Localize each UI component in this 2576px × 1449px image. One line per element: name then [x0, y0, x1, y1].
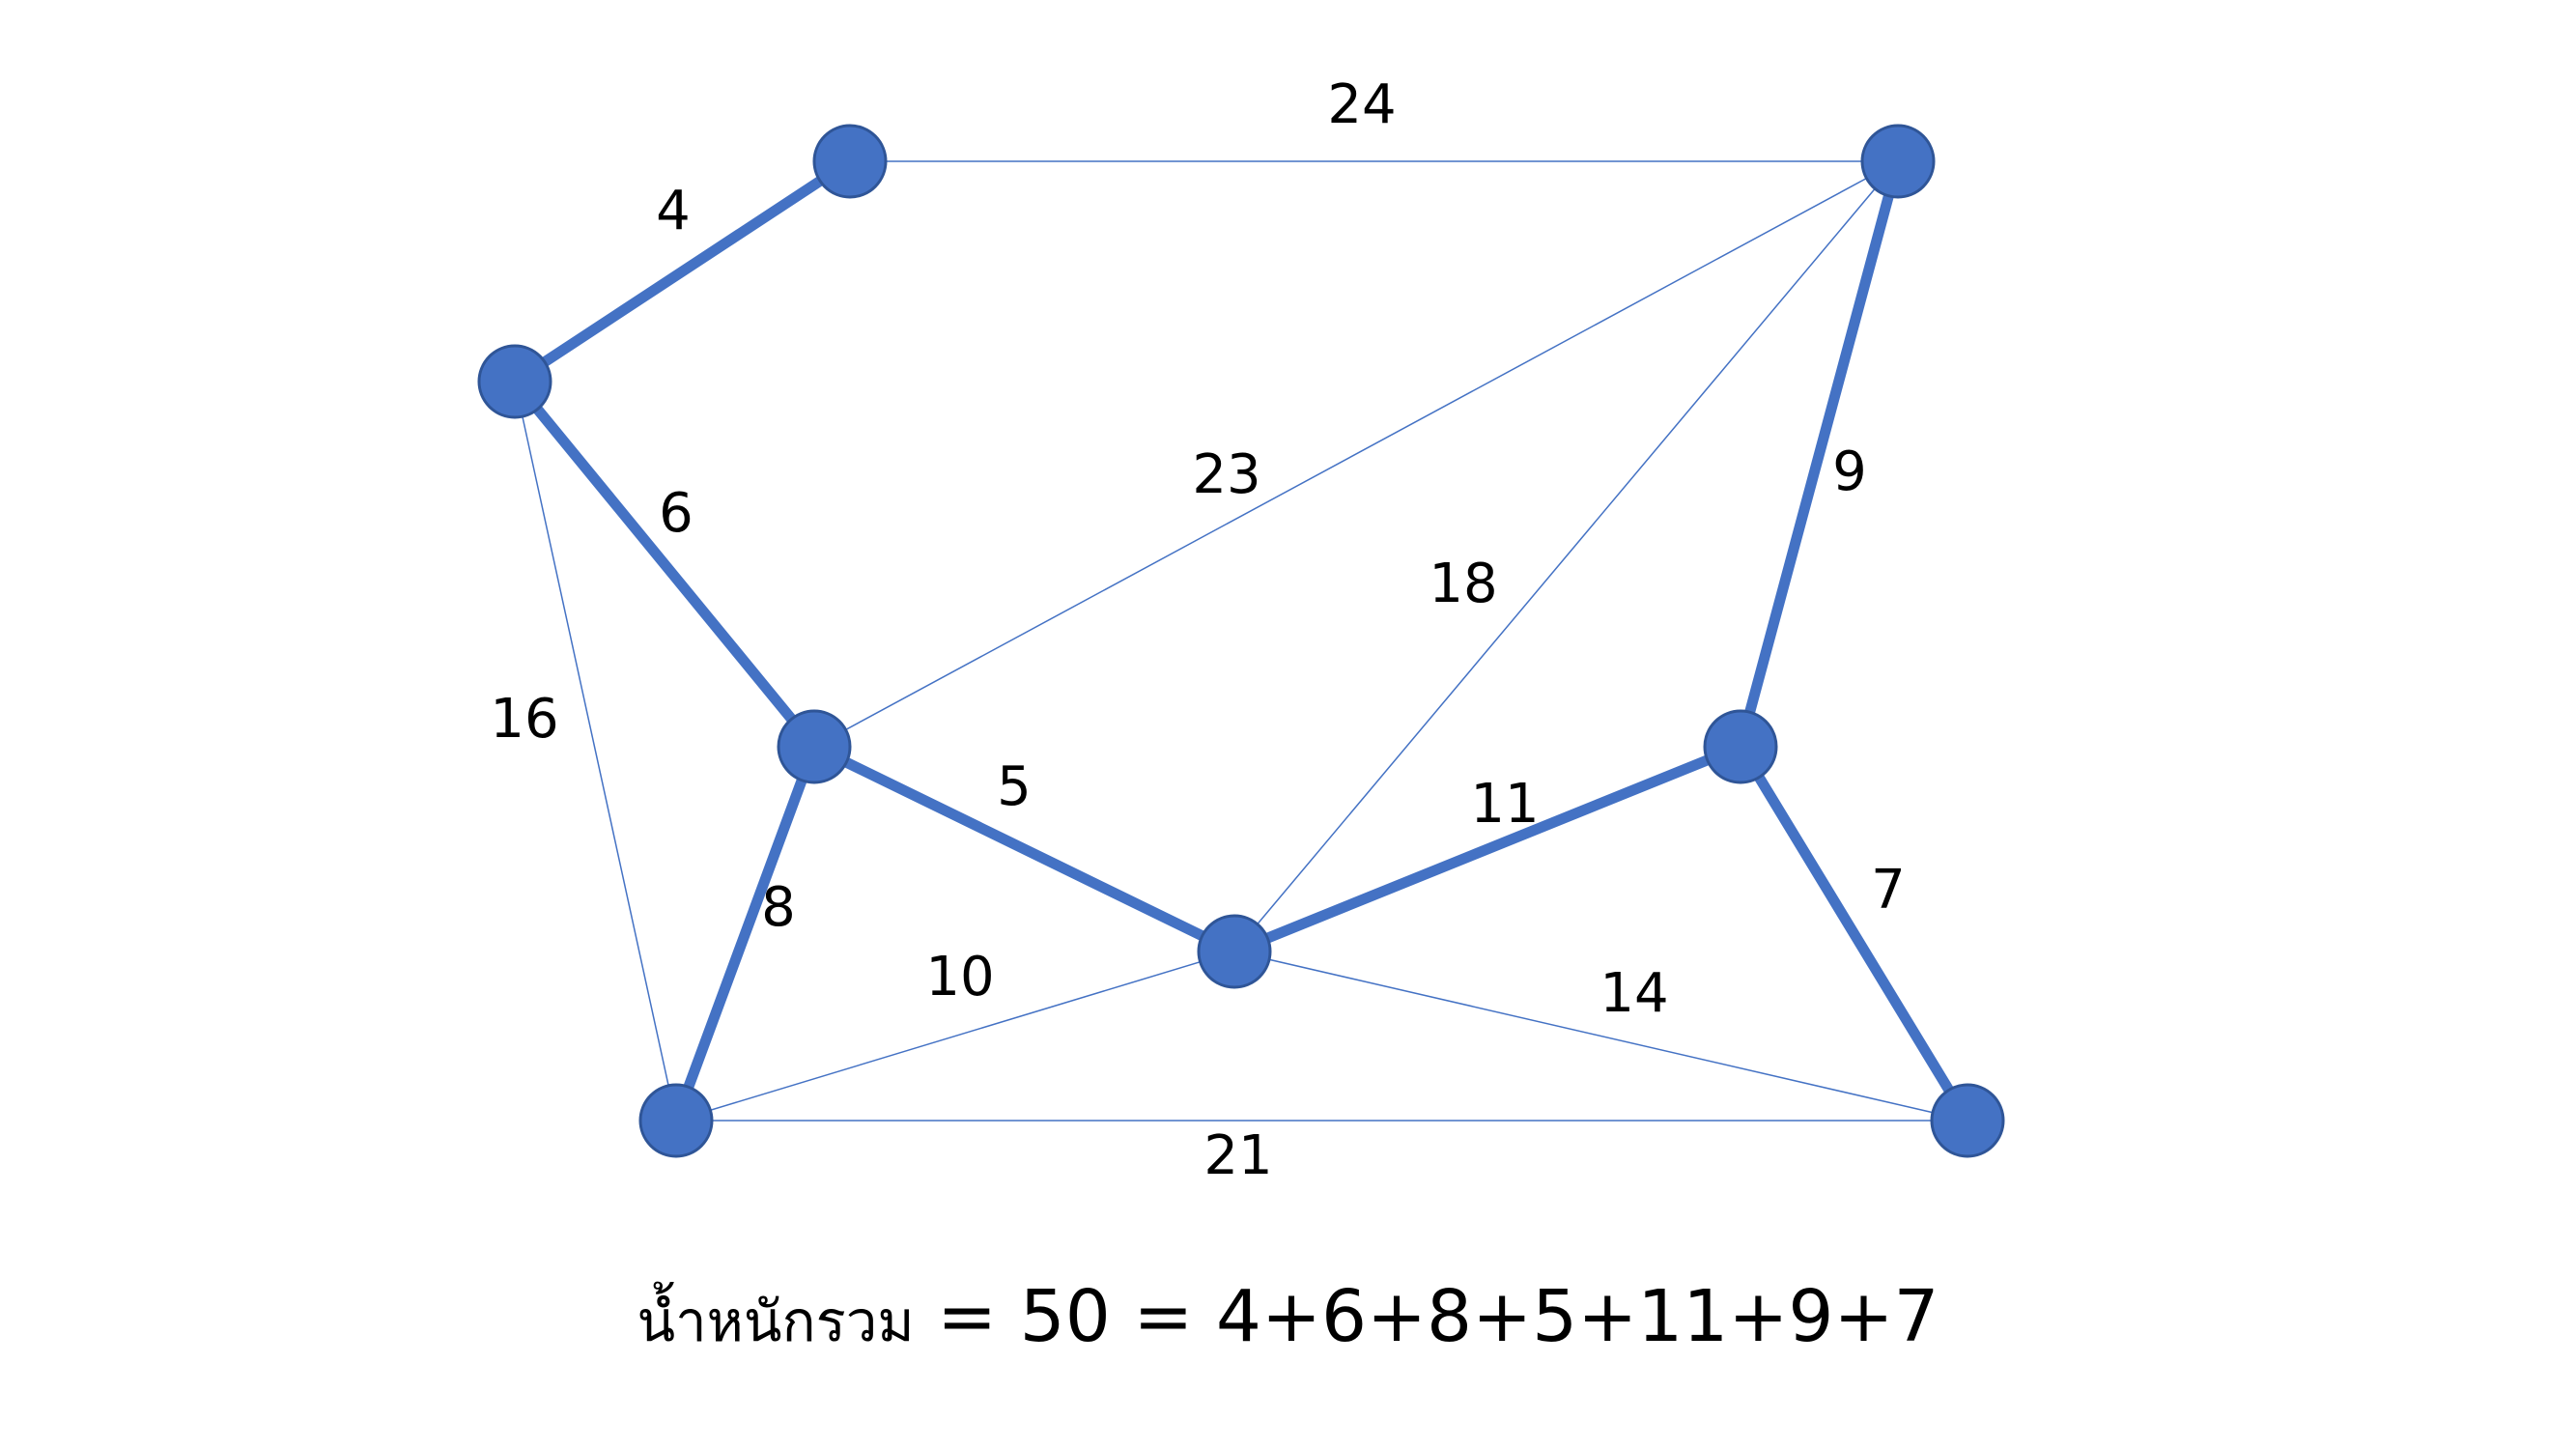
edges-layer	[509, 156, 1973, 1126]
edge-weight-label: 21	[1203, 1124, 1272, 1187]
edge-F-H-tree	[1735, 741, 1973, 1126]
total-weight-label: น้ำหนักรวม	[637, 1289, 915, 1354]
graph-node-C	[1860, 124, 1936, 199]
edge-weight-label: 18	[1429, 553, 1497, 615]
graph-node-A	[477, 344, 552, 419]
edge-D-E-tree	[808, 741, 1240, 957]
total-weight-caption: น้ำหนักรวม = 50 = 4+6+8+5+11+9+7	[0, 1275, 2576, 1366]
edge-A-G	[514, 381, 677, 1122]
edge-E-C	[1233, 160, 1899, 952]
edge-weight-label: 6	[659, 482, 694, 545]
edge-weight-label: 14	[1599, 962, 1668, 1025]
edge-A-D-tree	[509, 376, 820, 753]
edge-E-F-tree	[1229, 741, 1746, 957]
edge-weight-label: 16	[490, 688, 558, 751]
total-weight-equation: = 50 = 4+6+8+5+11+9+7	[914, 1275, 1939, 1358]
graph-node-H	[1930, 1083, 2005, 1158]
edge-weight-label: 9	[1832, 440, 1867, 503]
edge-A-B-tree	[509, 156, 856, 387]
graph-node-E	[1197, 914, 1272, 989]
edge-E-H	[1233, 951, 1968, 1122]
graph-node-G	[638, 1083, 714, 1158]
graph-node-F	[1703, 709, 1778, 784]
edge-weight-label: 4	[656, 180, 691, 242]
edge-weight-label: 8	[761, 876, 796, 939]
weight-labels-layer: 24 4 6 16 23 18 9 5 11 8 7 10 14 21	[490, 73, 1905, 1187]
edge-weight-label: 11	[1470, 773, 1539, 836]
edge-weight-label: 7	[1871, 859, 1906, 922]
edge-D-C	[813, 160, 1899, 748]
edge-G-E	[675, 951, 1235, 1122]
edge-weight-label: 5	[997, 755, 1032, 818]
edge-weight-label: 24	[1327, 73, 1396, 136]
edge-weight-label: 10	[925, 946, 994, 1009]
nodes-layer	[477, 124, 2005, 1158]
edge-D-G-tree	[670, 741, 820, 1126]
graph-node-D	[777, 709, 852, 784]
graph-node-B	[812, 124, 888, 199]
edge-F-C-tree	[1735, 156, 1904, 753]
edge-weight-label: 23	[1192, 443, 1260, 506]
